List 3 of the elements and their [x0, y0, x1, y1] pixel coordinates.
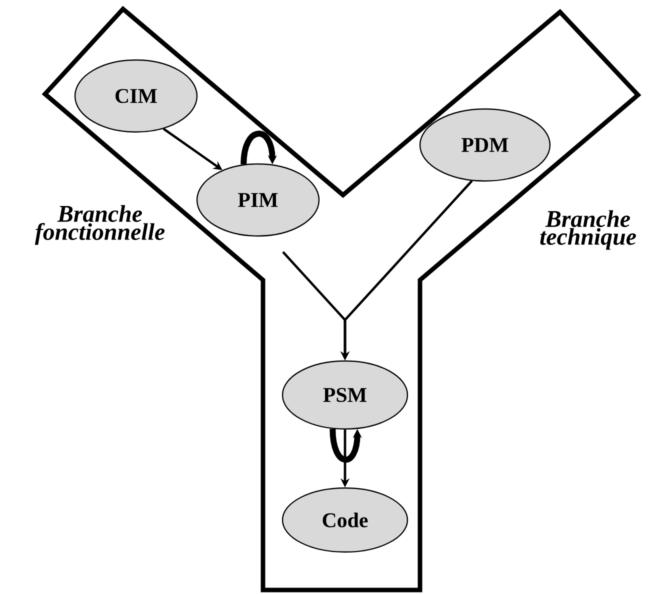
branch-label: Branche fonctionnelle	[34, 205, 165, 245]
loop-arrow	[240, 130, 277, 165]
branch-label: Branche technique	[540, 210, 636, 250]
